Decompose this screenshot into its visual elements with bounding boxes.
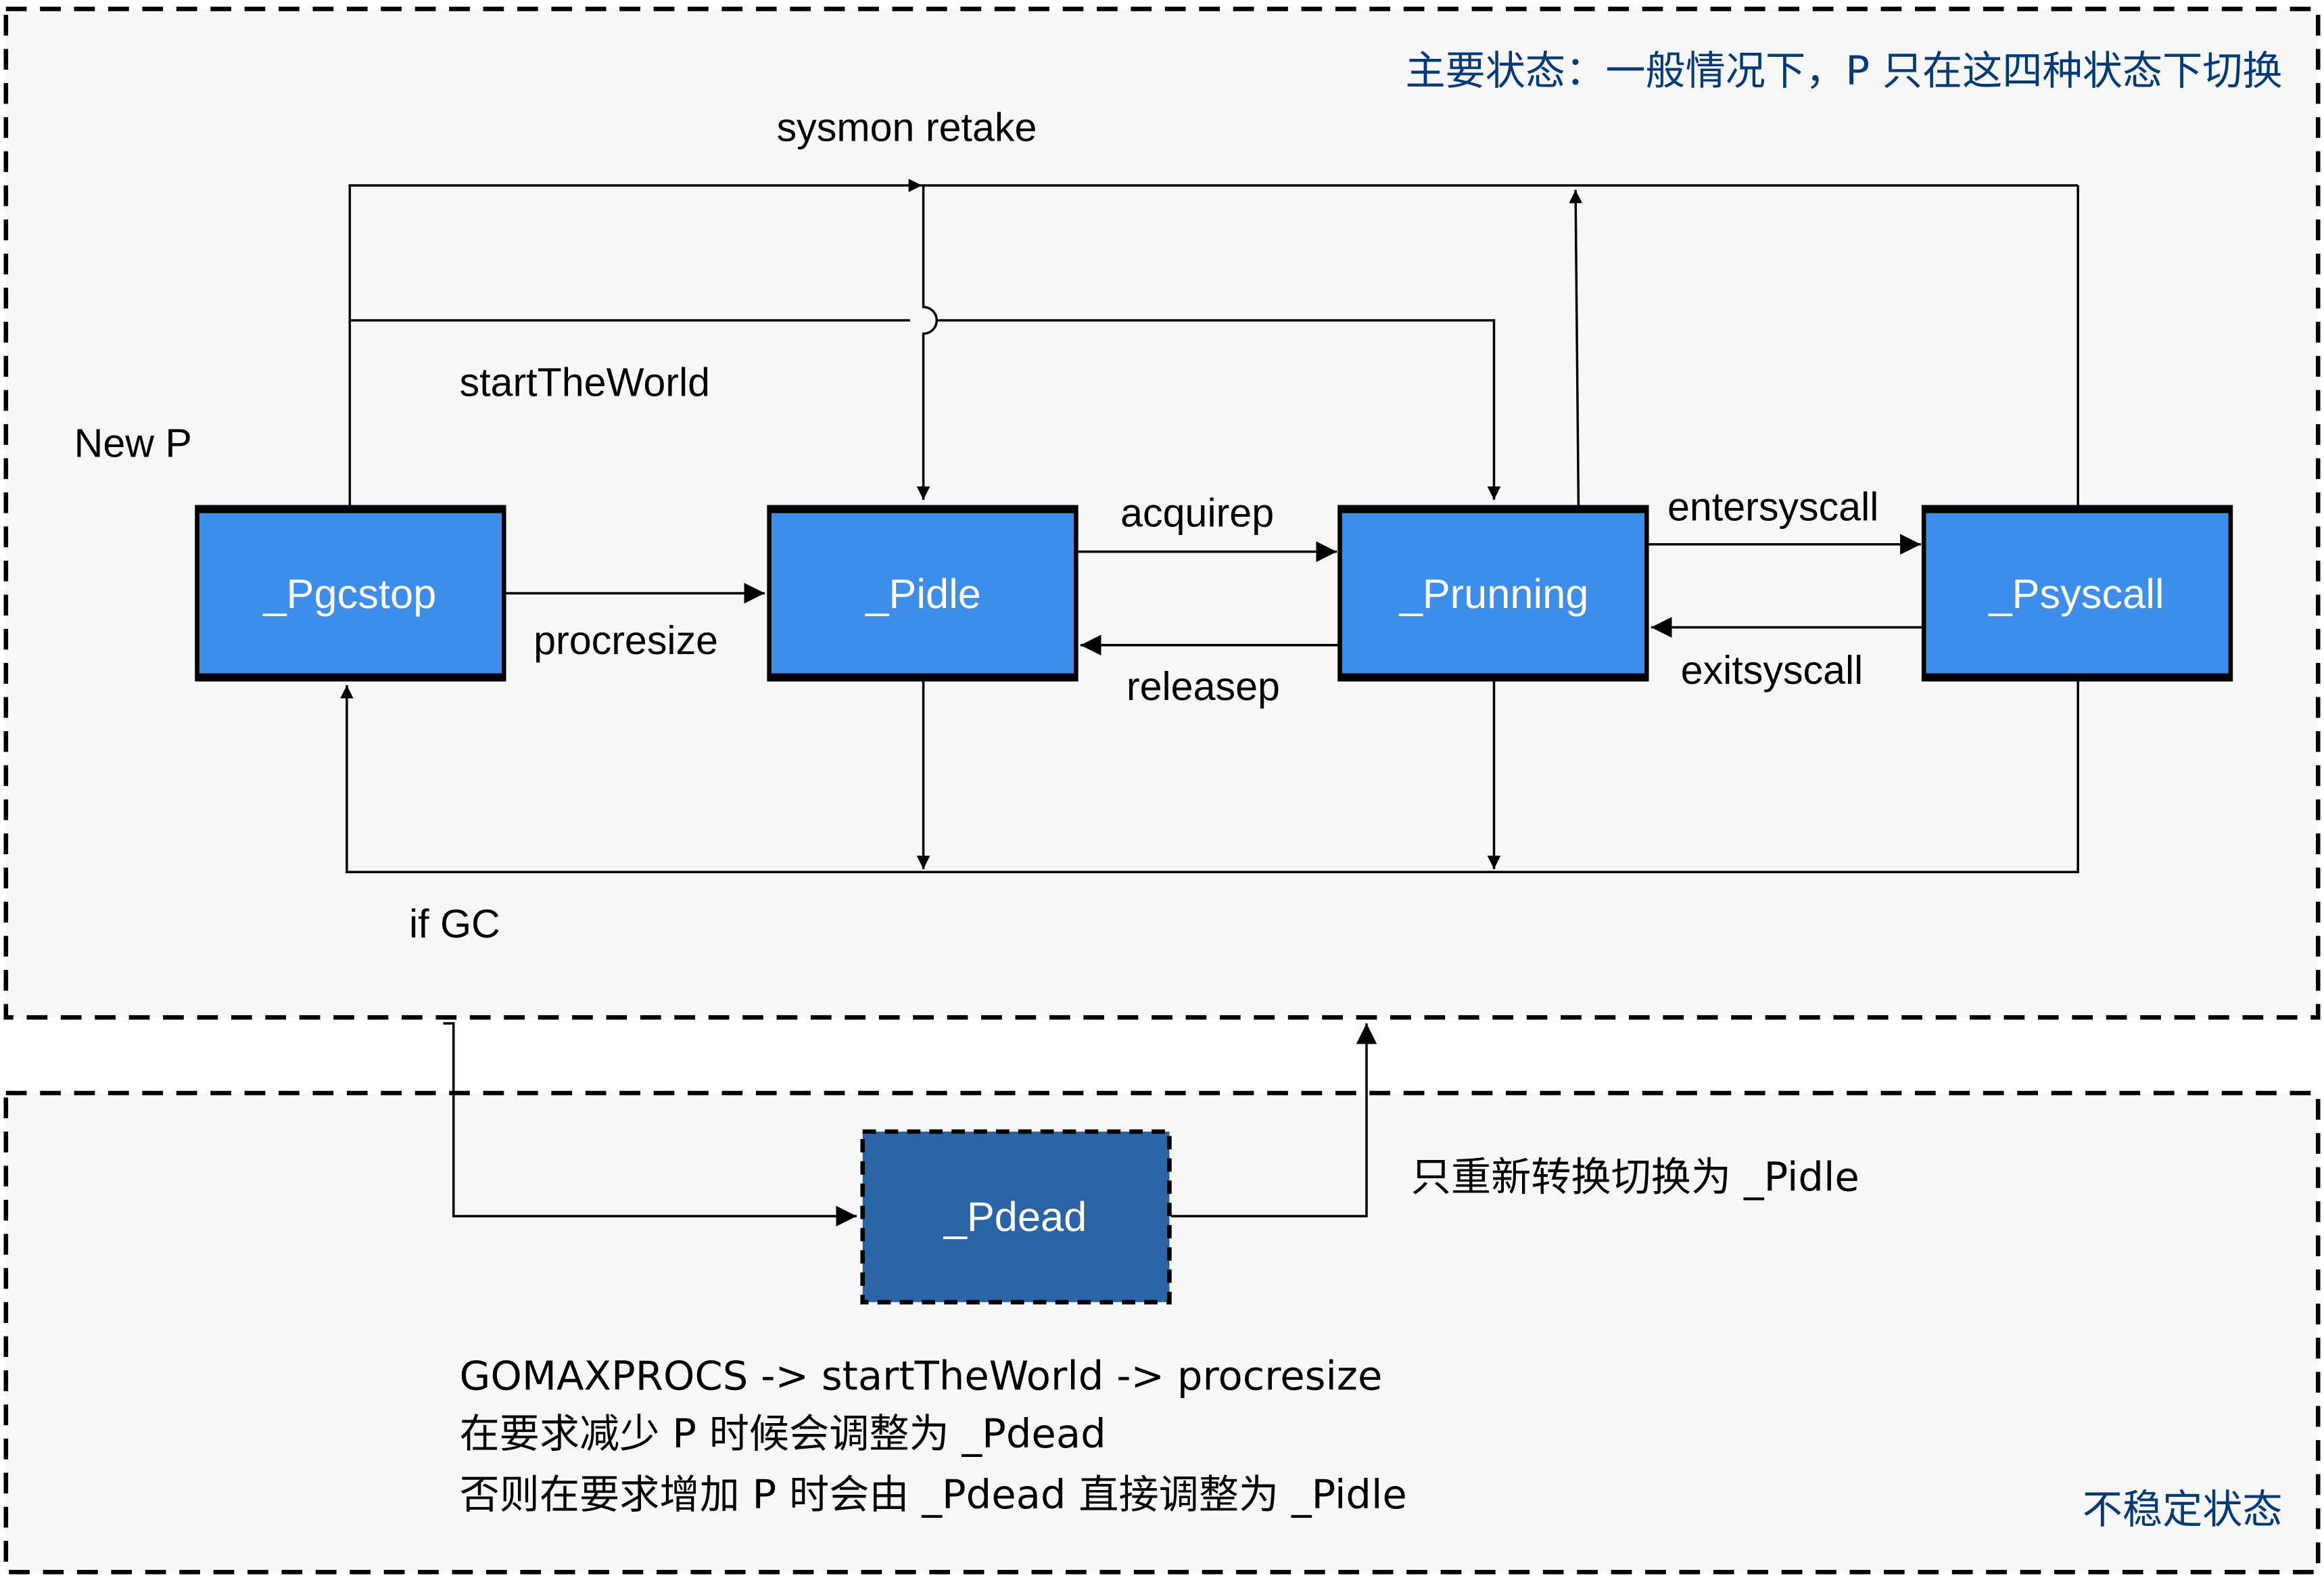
state-psyscall[interactable]: _Psyscall	[1921, 505, 2233, 682]
label-start-the-world: startTheWorld	[460, 359, 711, 404]
state-pdead-label: _Pdead	[943, 1194, 1087, 1240]
label-only-to-pidle: 只重新转换切换为 _Pidle	[1411, 1154, 1859, 1201]
label-new-p: New P	[74, 420, 192, 465]
label-if-gc: if GC	[409, 901, 500, 946]
edge-start-the-world-to-prunning	[936, 319, 1501, 500]
state-pgcstop[interactable]: _Pgcstop	[195, 505, 506, 682]
edge-sysmon-retake-to-pidle	[916, 185, 938, 500]
state-prunning[interactable]: _Prunning	[1337, 505, 1649, 682]
label-procresize: procresize	[533, 618, 718, 663]
edge-pdead-to-pidle	[1170, 1023, 1377, 1217]
label-entersyscall: entersyscall	[1667, 484, 1878, 530]
note-line-3: 否则在要求增加 P 时会由 _Pdead 直接调整为 _Pidle	[460, 1471, 1407, 1518]
state-pidle[interactable]: _Pidle	[767, 505, 1078, 682]
state-prunning-label: _Prunning	[1399, 571, 1589, 618]
note-line-2: 在要求减少 P 时候会调整为 _Pdead	[460, 1410, 1106, 1457]
label-releasep: releasep	[1127, 664, 1280, 709]
edge-sysmon-retake-top	[348, 179, 922, 506]
edge-prunning-up	[1569, 189, 1583, 506]
state-pidle-label: _Pidle	[865, 571, 981, 618]
edge-to-pdead	[443, 1022, 857, 1227]
main-region-title: 主要状态：一般情况下，P 只在这四种状态下切换	[1405, 47, 2282, 94]
state-pgcstop-label: _Pgcstop	[262, 571, 436, 618]
label-exitsyscall: exitsyscall	[1681, 647, 1864, 693]
state-psyscall-label: _Psyscall	[1988, 571, 2164, 618]
unstable-region-title: 不稳定状态	[2083, 1486, 2283, 1533]
edge-if-gc	[340, 680, 2079, 874]
label-acquirep: acquirep	[1120, 490, 1274, 535]
state-pdead[interactable]: _Pdead	[860, 1129, 1172, 1305]
note-line-1: GOMAXPROCS -> startTheWorld -> procresiz…	[460, 1353, 1383, 1399]
label-sysmon-retake: sysmon retake	[777, 104, 1037, 149]
